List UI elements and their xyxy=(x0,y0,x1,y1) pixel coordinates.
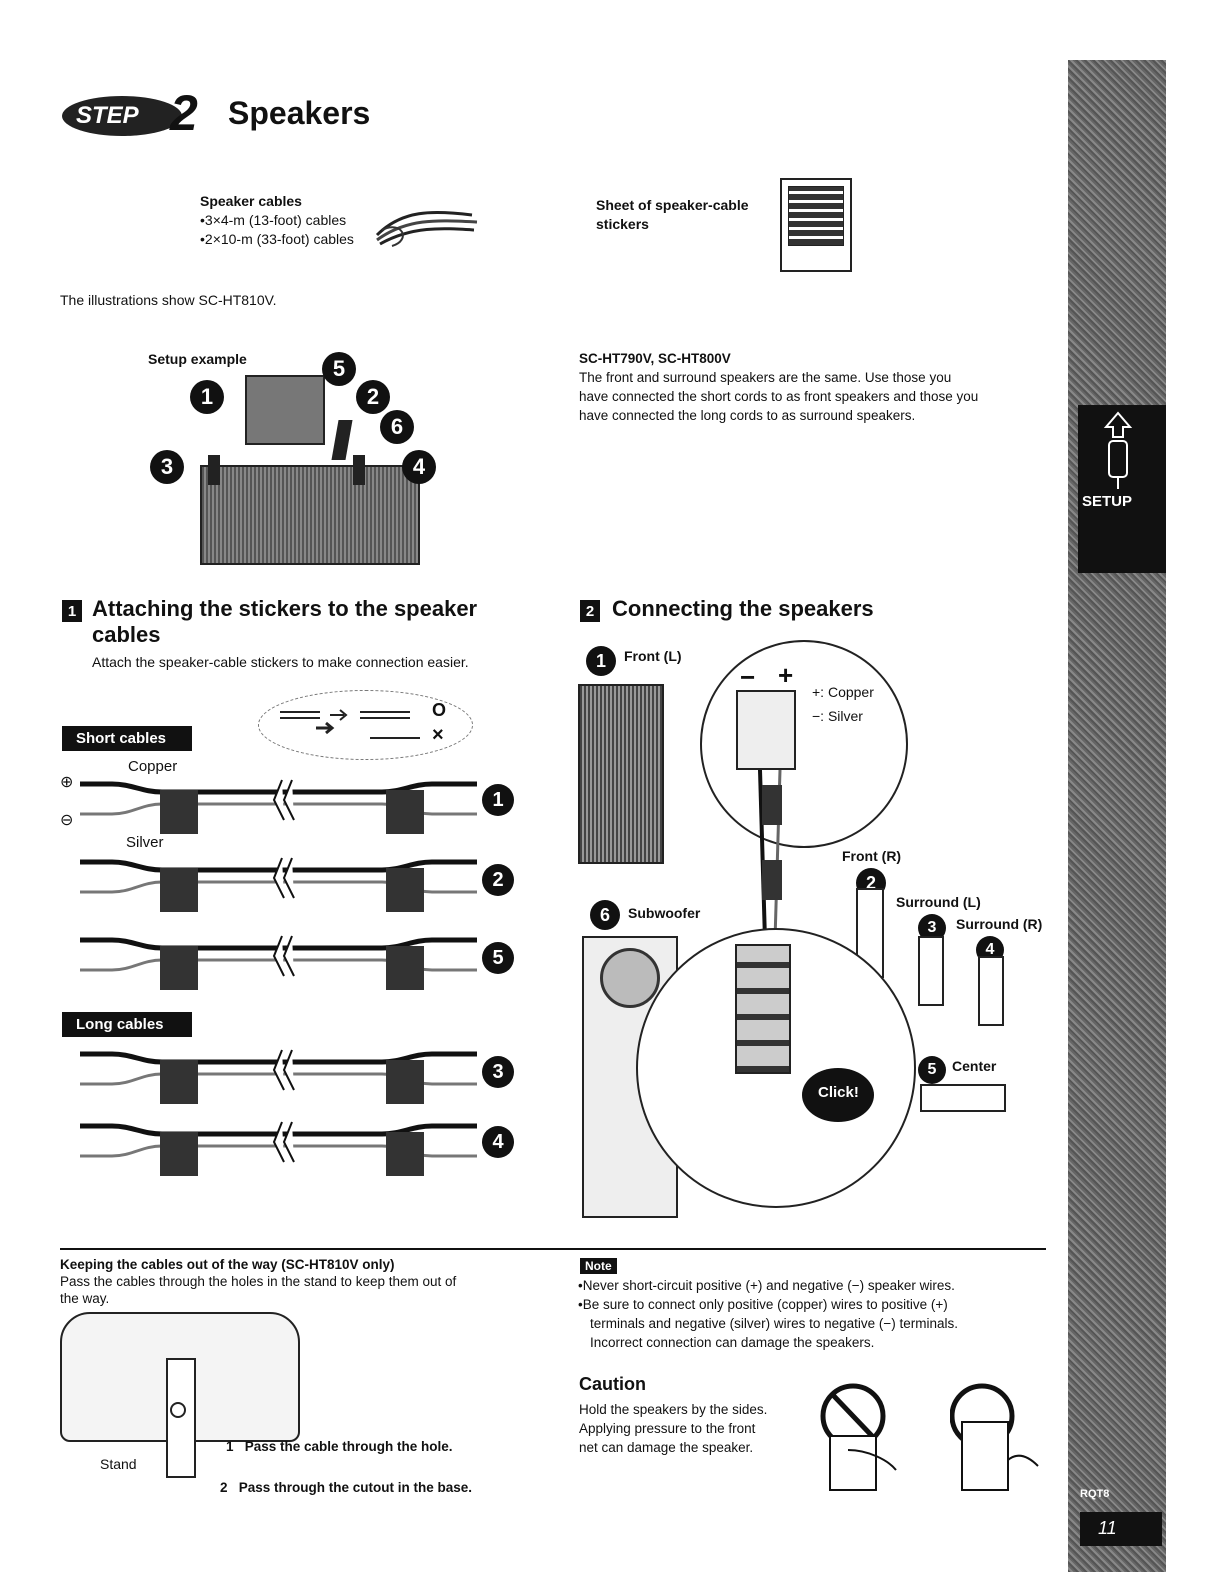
keeping-step-2: 2 Pass through the cutout in the base. xyxy=(220,1480,472,1495)
long-cables-label: Long cables xyxy=(62,1012,192,1037)
center-marker: 5 xyxy=(918,1056,946,1084)
section1-number: 1 xyxy=(62,600,82,622)
section1-title-line2: cables xyxy=(92,622,477,648)
setup-tab-label: SETUP xyxy=(1082,493,1132,510)
keeping-step-1: 1 Pass the cable through the hole. xyxy=(226,1439,453,1454)
sticker-sheet-icon xyxy=(780,178,852,272)
stickers-title-line2: stickers xyxy=(596,215,749,234)
step-badge-number: 2 xyxy=(170,84,198,142)
stickers-title-line1: Sheet of speaker-cable xyxy=(596,196,749,215)
terminal-plate xyxy=(736,690,796,770)
side-strip xyxy=(1068,60,1166,1572)
stand-label: Stand xyxy=(100,1456,137,1472)
cables-item: •2×10-m (33-foot) cables xyxy=(200,230,354,249)
plug-icon xyxy=(1098,411,1138,491)
illustration-note: The illustrations show SC-HT810V. xyxy=(60,292,277,308)
row-marker-2: 2 xyxy=(482,864,514,896)
note-item: terminals and negative (silver) wires to… xyxy=(578,1314,958,1333)
front-l-label: Front (L) xyxy=(624,648,682,664)
cable-bundle-icon xyxy=(372,200,482,250)
note-item: Incorrect connection can damage the spea… xyxy=(578,1333,958,1352)
setup-marker-2: 2 xyxy=(356,380,390,414)
step-badge-label: STEP xyxy=(76,102,139,130)
short-cables-label: Short cables xyxy=(62,726,192,751)
click-bubble: Click! xyxy=(802,1068,874,1122)
center-speaker xyxy=(920,1084,1006,1112)
subwoofer-marker: 6 xyxy=(590,900,620,930)
row-marker-4: 4 xyxy=(482,1126,514,1158)
row-marker-1: 1 xyxy=(482,784,514,816)
minus-sign: − xyxy=(740,662,755,693)
cables-item: •3×4-m (13-foot) cables xyxy=(200,211,354,230)
center-label: Center xyxy=(952,1058,996,1074)
setup-marker-5: 5 xyxy=(322,352,356,386)
page-number-box: 11 xyxy=(1080,1512,1162,1546)
cable-row-4 xyxy=(72,1112,482,1182)
plus-sign: + xyxy=(778,660,793,691)
section2-title: Connecting the speakers xyxy=(612,596,874,622)
setup-marker-1: 1 xyxy=(190,380,224,414)
page-code: RQT8 xyxy=(1080,1488,1109,1500)
setup-marker-6: 6 xyxy=(380,410,414,444)
row-marker-3: 3 xyxy=(482,1056,514,1088)
cable-row-5 xyxy=(72,926,482,996)
stickers-accessory: Sheet of speaker-cable stickers xyxy=(596,196,749,234)
click-label: Click! xyxy=(818,1084,859,1101)
subwoofer-label: Subwoofer xyxy=(628,905,700,921)
caution-heading: Caution xyxy=(579,1374,646,1395)
cable-row-2 xyxy=(72,848,482,918)
front-r-label: Front (R) xyxy=(842,848,901,864)
section2-number: 2 xyxy=(580,600,600,622)
terminal-callout xyxy=(700,640,908,848)
note-block: •Never short-circuit positive (+) and ne… xyxy=(578,1276,958,1352)
model-note-line: The front and surround speakers are the … xyxy=(579,368,978,387)
cable-row-3 xyxy=(72,1040,482,1110)
page-number: 11 xyxy=(1098,1518,1117,1539)
note-item: •Be sure to connect only positive (coppe… xyxy=(578,1295,958,1314)
keeping-line: Pass the cables through the holes in the… xyxy=(60,1273,456,1290)
front-cable-drawing xyxy=(740,770,800,940)
model-note: SC-HT790V, SC-HT800V The front and surro… xyxy=(579,349,978,425)
minus-silver-label: −: Silver xyxy=(812,708,863,724)
note-badge: Note xyxy=(580,1258,617,1274)
surround-r-speaker xyxy=(978,956,1004,1026)
setup-marker-3: 3 xyxy=(150,450,184,484)
setup-example-illustration xyxy=(145,355,445,570)
section1-title-line1: Attaching the stickers to the speaker xyxy=(92,596,477,622)
terminal-block xyxy=(735,944,791,1074)
plus-copper-label: +: Copper xyxy=(812,684,874,700)
model-note-line: have connected the long cords to as surr… xyxy=(579,406,978,425)
caution-wrong-hold-icon xyxy=(818,1380,898,1500)
model-note-heading: SC-HT790V, SC-HT800V xyxy=(579,349,978,368)
keeping-heading: Keeping the cables out of the way (SC-HT… xyxy=(60,1256,456,1273)
cables-title: Speaker cables xyxy=(200,192,354,211)
ng-mark: × xyxy=(432,724,444,747)
bottom-divider xyxy=(60,1248,1046,1250)
section1-desc: Attach the speaker-cable stickers to mak… xyxy=(92,654,469,670)
caution-line: Hold the speakers by the sides. xyxy=(579,1400,767,1419)
caution-line: Applying pressure to the front xyxy=(579,1419,767,1438)
note-item: •Never short-circuit positive (+) and ne… xyxy=(578,1276,958,1295)
stand-illustration xyxy=(60,1312,300,1442)
ok-mark: O xyxy=(432,700,446,721)
setup-tab[interactable]: SETUP xyxy=(1078,405,1166,573)
surround-l-label: Surround (L) xyxy=(896,894,981,910)
surround-l-speaker xyxy=(918,936,944,1006)
front-l-marker: 1 xyxy=(586,646,616,676)
cables-accessory: Speaker cables •3×4-m (13-foot) cables •… xyxy=(200,192,354,249)
caution-line: net can damage the speaker. xyxy=(579,1438,767,1457)
step-badge: STEP 2 xyxy=(62,86,212,142)
section1-title: Attaching the stickers to the speaker ca… xyxy=(92,596,477,648)
keeping-block: Keeping the cables out of the way (SC-HT… xyxy=(60,1256,456,1307)
front-l-speaker xyxy=(578,684,664,864)
caution-correct-hold-icon xyxy=(950,1380,1040,1500)
caution-block: Hold the speakers by the sides. Applying… xyxy=(579,1400,767,1457)
keeping-line: the way. xyxy=(60,1290,456,1307)
setup-marker-4: 4 xyxy=(402,450,436,484)
row-marker-5: 5 xyxy=(482,942,514,974)
model-note-line: have connected the short cords to as fro… xyxy=(579,387,978,406)
surround-r-label: Surround (R) xyxy=(956,916,1042,932)
page-title: Speakers xyxy=(228,95,370,132)
cable-row-1 xyxy=(72,770,482,840)
